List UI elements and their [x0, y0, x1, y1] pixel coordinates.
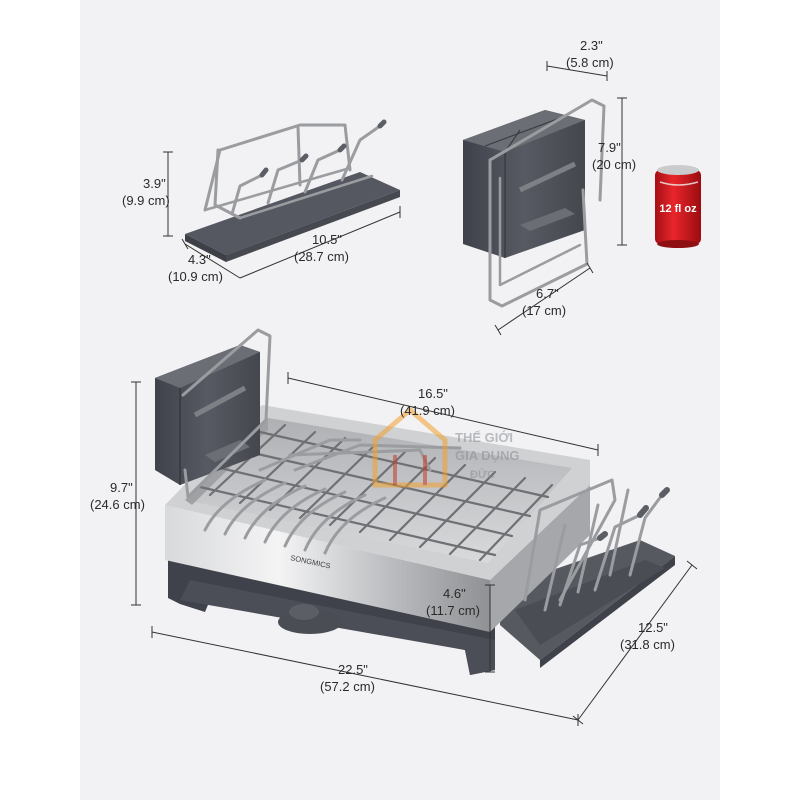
rack-length-cm-label: (57.2 cm): [320, 679, 375, 694]
cutlery-width-cm-label: (5.8 cm): [566, 55, 614, 70]
rack-base-height-cm-label: (11.7 cm): [426, 603, 480, 618]
cutlery-height-label: 7.9": [598, 140, 621, 155]
watermark-line-1: THẾ GIỚI: [455, 430, 513, 445]
cutlery-holder: [463, 98, 606, 308]
glass-holder-height-cm-label: (9.9 cm): [122, 193, 170, 208]
cutlery-depth-label: 6.7": [536, 286, 559, 301]
rack-base-height-label: 4.6": [443, 586, 466, 601]
watermark: THẾ GIỚI GIA DỤNG ĐỨC: [372, 406, 520, 488]
rack-wire-grid: [198, 423, 554, 562]
watermark-line-2: GIA DỤNG: [455, 448, 520, 463]
glass-holder-depth-cm-label: (10.9 cm): [168, 269, 223, 284]
glass-holder-height-label: 3.9": [143, 176, 166, 191]
cutlery-width-label: 2.3": [580, 38, 603, 53]
glass-holder-dimensions: 3.9" (9.9 cm) 10.5" (28.7 cm) 4.3" (10.9…: [122, 151, 401, 284]
rack-width-cm-label: (41.9 cm): [400, 403, 455, 418]
glass-holder-length-label: 10.5": [312, 232, 342, 247]
can-label: 12 fl oz: [659, 203, 697, 215]
glass-holder-depth-label: 4.3": [188, 252, 211, 267]
main-dish-rack: SONGMICS: [155, 328, 675, 675]
main-rack-dimensions: 16.5" (41.9 cm) 9.7" (24.6 cm) 4.6" (11.…: [90, 372, 698, 726]
soda-can-reference: 12 fl oz: [655, 165, 701, 248]
rack-width-label: 16.5": [418, 386, 448, 401]
cutlery-holder-dimensions: 2.3" (5.8 cm) 7.9" (20 cm) 6.7" (17 cm): [494, 38, 636, 336]
cutlery-height-cm-label: (20 cm): [592, 157, 636, 172]
rack-height-label: 9.7": [110, 480, 133, 495]
cutlery-depth-cm-label: (17 cm): [522, 303, 566, 318]
watermark-line-3: ĐỨC: [470, 468, 495, 481]
rack-length-label: 22.5": [338, 662, 368, 677]
rack-depth-label: 12.5": [638, 620, 668, 635]
rack-depth-cm-label: (31.8 cm): [620, 637, 675, 652]
glass-holder-length-cm-label: (28.7 cm): [294, 249, 349, 264]
glass-holder: [185, 119, 400, 262]
rack-height-cm-label: (24.6 cm): [90, 497, 145, 512]
